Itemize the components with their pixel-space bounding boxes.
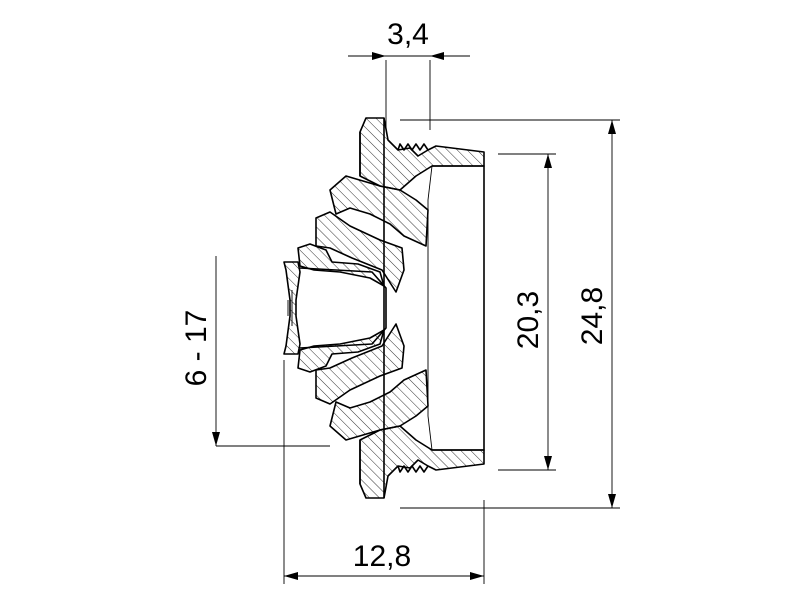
- outer-flange-upper: [359, 117, 485, 191]
- dim-label-length: 12,8: [353, 540, 411, 573]
- dim-label-inner: 20,3: [512, 291, 545, 349]
- thread-tube-inner: [427, 165, 433, 451]
- sleeve-detail: [287, 290, 293, 326]
- insert-cone-upper: [315, 211, 405, 293]
- inner-bore: [299, 267, 387, 349]
- gland-body: [283, 117, 485, 499]
- dim-label-outer: 24,8: [576, 287, 609, 345]
- dim-outer-diameter: 24,8: [400, 119, 620, 509]
- dim-label-wall: 3,4: [387, 18, 429, 51]
- outer-flange-lower: [359, 425, 485, 499]
- seal-cone-upper: [329, 175, 429, 247]
- seal-cone-lower: [329, 369, 429, 441]
- thread-tube: [432, 165, 485, 451]
- dim-clamping-range: 6 - 17: [180, 256, 330, 447]
- dim-inner-diameter: 20,3: [498, 153, 556, 471]
- dim-label-clamping: 6 - 17: [180, 310, 213, 387]
- dim-length: 12,8: [283, 360, 485, 584]
- thread-teeth-lower: [397, 465, 429, 473]
- flange-front-edge: [359, 118, 385, 498]
- thread-teeth-upper: [397, 143, 429, 151]
- dim-wall-thickness: 3,4: [348, 18, 470, 130]
- insert-cone-lower: [315, 323, 405, 405]
